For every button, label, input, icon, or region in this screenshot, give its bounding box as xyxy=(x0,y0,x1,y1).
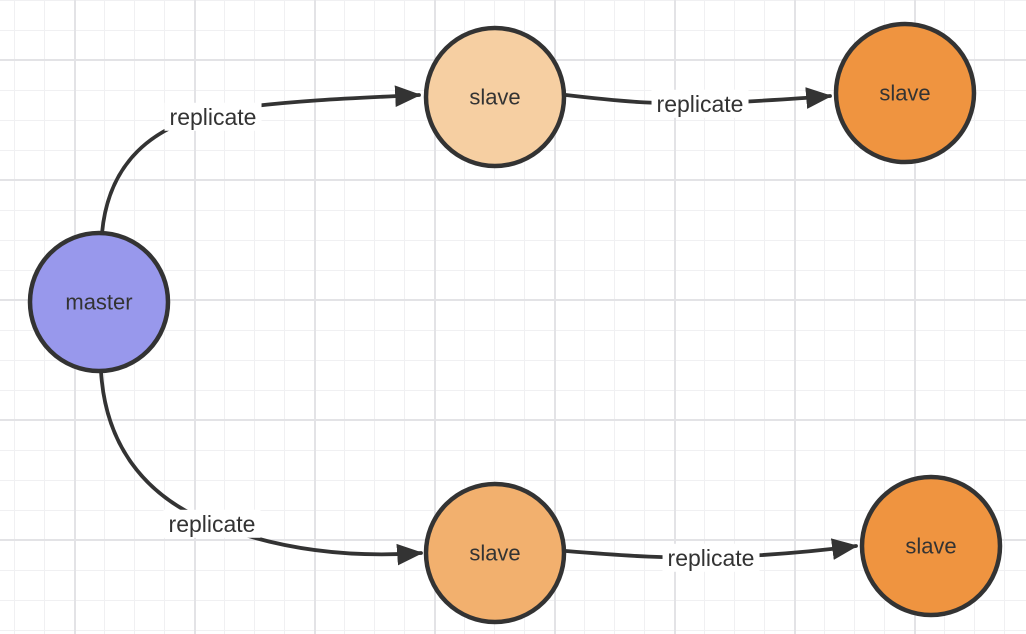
node-label-slave-bottom-right: slave xyxy=(905,534,956,559)
node-label-master: master xyxy=(65,290,132,315)
nodes-layer: master slave slave slave slave xyxy=(27,21,1003,625)
node-master[interactable] xyxy=(27,230,171,374)
edge-label-bottom-slave-to-right-slave: replicate xyxy=(662,543,760,573)
edge-label-top-slave-to-right-slave: replicate xyxy=(651,89,749,119)
edge-label-master-to-bottom-slave: replicate xyxy=(163,509,261,539)
node-slave-bottom-right[interactable] xyxy=(859,474,1003,618)
node-slave-bottom-middle[interactable] xyxy=(423,481,567,625)
node-label-slave-bottom-middle: slave xyxy=(469,541,520,566)
node-label-slave-top-right: slave xyxy=(879,81,930,106)
node-label-slave-top-middle: slave xyxy=(469,85,520,110)
node-slave-top-middle[interactable] xyxy=(423,25,567,169)
edge-master-to-bottom-slave[interactable] xyxy=(99,369,424,566)
node-slave-top-right[interactable] xyxy=(833,21,977,165)
edge-label-master-to-top-slave: replicate xyxy=(164,102,262,132)
